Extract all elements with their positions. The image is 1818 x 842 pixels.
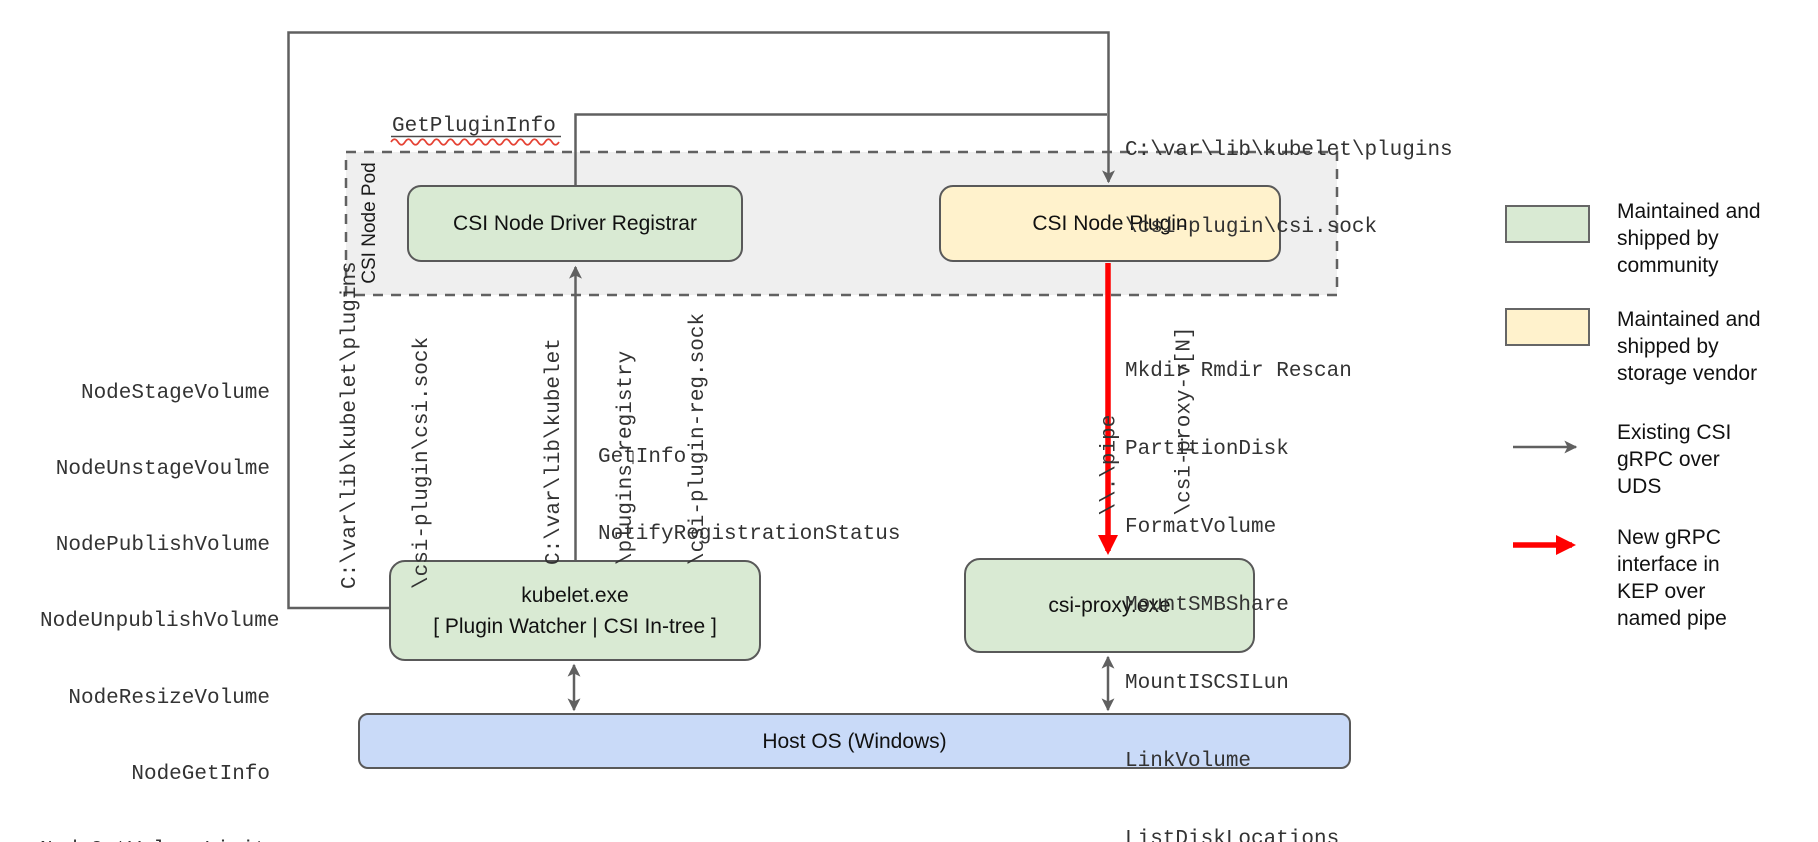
spellcheck-squiggle [390, 138, 560, 146]
legend-line: Maintained and [1617, 200, 1761, 223]
csi-proxy-box: csi-proxy.exe [964, 558, 1255, 653]
proxy-op: MountISCSILun [1125, 672, 1289, 695]
node-op: NodeResizeVolume [68, 686, 270, 710]
registrar-call-notify: NotifyRegistrationStatus [598, 522, 901, 546]
node-operations-list: NodeStageVolume NodeUnstageVoulme NodePu… [40, 330, 280, 842]
node-op: NodeStageVolume [80, 381, 270, 405]
legend-line: UDS [1617, 475, 1662, 498]
legend-line: Maintained and [1617, 308, 1761, 331]
node-op: NodeUnstageVoulme [55, 458, 270, 482]
uds-sock-path-rotated-label: C:\var\lib\kubelet\plugins \csi-plugin\c… [291, 261, 434, 589]
kubelet-label-line1: kubelet.exe [521, 583, 629, 607]
kubelet-box: kubelet.exe [ Plugin Watcher | CSI In-tr… [389, 560, 761, 661]
legend-line: interface in [1617, 553, 1720, 576]
legend-line: shipped by [1617, 335, 1719, 358]
named-pipe-line1: \\.\pipe [1098, 414, 1122, 516]
csi-proxy-operations-list: Mkdir Rmdir Rescan PartitionDisk FormatV… [1125, 307, 1405, 842]
node-op: NodeGetVolumeLimits [40, 838, 279, 842]
legend-community-swatch [1505, 205, 1590, 243]
registrar-calls-label: GetInfo NotifyRegistrationStatus [598, 394, 900, 598]
node-op: NodeGetInfo [131, 762, 270, 786]
host-os-box: Host OS (Windows) [358, 713, 1351, 769]
registrar-call-getinfo: GetInfo [598, 446, 687, 469]
legend-existing-grpc-label: Existing CSI gRPC over UDS [1617, 419, 1777, 500]
kubelet-label-line2: [ Plugin Watcher | CSI In-tree ] [433, 614, 717, 638]
csi-node-driver-registrar-label: CSI Node Driver Registrar [453, 212, 697, 235]
uds-sock-path-rotated-line2: \csi-plugin\csi.sock [411, 336, 434, 589]
proxy-op: LinkVolume [1125, 750, 1252, 773]
csi-node-driver-registrar-box: CSI Node Driver Registrar [407, 185, 743, 262]
csi-node-plugin-label: CSI Node Plugin [1032, 212, 1188, 235]
legend-line: KEP over [1617, 580, 1706, 603]
plugin-sock-path-label: C:\var\lib\kubelet\plugins \csi-plugin\c… [1125, 87, 1453, 291]
legend-line: Existing CSI [1617, 421, 1732, 444]
plugin-sock-path-line2: \csi-plugin\csi.sock [1125, 215, 1378, 239]
getplugininfo-label: GetPluginInfo [392, 115, 556, 138]
legend-new-grpc-label: New gRPC interface in KEP over named pip… [1617, 524, 1777, 632]
registry-sock-line1: C:\var\lib\kubelet [543, 338, 566, 565]
node-op: NodeUnpublishVolume [40, 610, 280, 634]
uds-line-registrar-getplugininfo [574, 113, 1107, 185]
uds-line-kubelet-to-plugin [287, 31, 1115, 610]
legend-line: shipped by [1617, 227, 1719, 250]
host-os-label: Host OS (Windows) [762, 729, 947, 753]
uds-sock-path-rotated-line1: C:\var\lib\kubelet\plugins [339, 261, 362, 589]
plugin-sock-path-line1: C:\var\lib\kubelet\plugins [1125, 139, 1453, 162]
registry-sock-line3: \csi-plugin-reg.sock [687, 312, 710, 565]
registry-sock-line2: \plugins_registry [615, 350, 638, 565]
legend-line: community [1617, 254, 1719, 277]
named-pipe-path-rotated-label: \\.\pipe \csi-proxy-v[N] [1048, 321, 1197, 515]
legend-vendor-swatch [1505, 308, 1590, 346]
legend-line: storage vendor [1617, 362, 1758, 385]
legend-line: New gRPC [1617, 526, 1721, 549]
proxy-op: MountSMBShare [1125, 594, 1289, 617]
legend-line: named pipe [1617, 607, 1727, 630]
proxy-op: ListDiskLocations [1125, 828, 1340, 842]
csi-proxy-label: csi-proxy.exe [1048, 594, 1171, 617]
proxy-op: FormatVolume [1125, 516, 1277, 539]
node-op: NodePublishVolume [55, 534, 270, 558]
legend-line: gRPC over [1617, 448, 1720, 471]
proxy-op: Mkdir Rmdir Rescan [1125, 360, 1352, 383]
legend-community-label: Maintained and shipped by community [1617, 198, 1777, 279]
legend-vendor-label: Maintained and shipped by storage vendor [1617, 306, 1777, 387]
registry-sock-path-rotated-label: C:\var\lib\kubelet \plugins_registry \cs… [495, 295, 710, 565]
csi-node-plugin-box: CSI Node Plugin [939, 185, 1281, 262]
proxy-op: PartitionDisk [1125, 438, 1289, 461]
